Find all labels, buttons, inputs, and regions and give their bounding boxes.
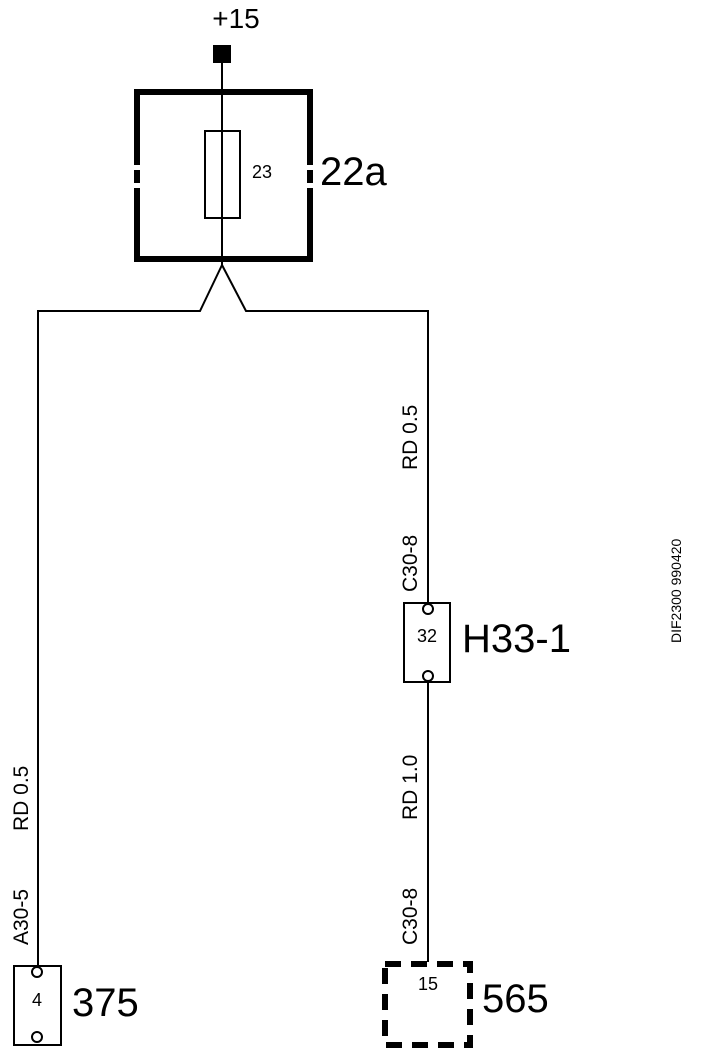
connector-h33-pin-top — [422, 603, 434, 615]
fuse-box-outline-top — [134, 89, 313, 165]
connector-h33-body — [403, 602, 451, 683]
wire-label-left: A30-5 RD 0.5 — [10, 766, 33, 945]
fuse-box-label: 22a — [320, 150, 387, 194]
wire-code-right-upper: C30-8 — [399, 535, 422, 592]
fuse-number: 23 — [252, 162, 272, 182]
connector-h33-pin-bottom — [422, 670, 434, 682]
drawing-id-text: DIF2300 990420 — [668, 538, 684, 643]
left-branch-wire — [37, 264, 223, 966]
connector-565-body — [382, 961, 473, 1048]
connector-565-label: 565 — [482, 977, 549, 1021]
fuse-box-outline-bottom — [134, 188, 313, 262]
connector-h33-label: H33-1 — [462, 617, 571, 661]
connector-375-pin-bottom — [31, 1031, 43, 1043]
connector-375-label: 375 — [72, 981, 139, 1025]
connector-375: 4 375 — [13, 965, 139, 1046]
wire-spec-right-lower: RD 1.0 — [399, 755, 422, 820]
right-branch-wire — [221, 264, 429, 605]
supply-terminal: +15 — [212, 3, 260, 63]
connector-h33-pin-number: 32 — [417, 626, 437, 646]
connector-565-pin-number: 15 — [418, 974, 438, 994]
connector-375-pin-top — [31, 966, 43, 978]
supply-terminal-square — [213, 45, 231, 63]
wire-code-right-lower: C30-8 — [399, 888, 422, 945]
wire-code-left: A30-5 — [10, 889, 33, 945]
splice-branches — [37, 264, 429, 966]
wire-label-right-lower: C30-8 RD 1.0 — [399, 755, 422, 945]
fuse-box-22a: 22a — [134, 89, 387, 262]
connector-h33-1: 32 H33-1 — [403, 602, 571, 683]
wire-label-right-upper: C30-8 RD 0.5 — [399, 405, 422, 592]
supply-label: +15 — [212, 3, 260, 34]
wire-spec-left: RD 0.5 — [10, 766, 33, 831]
connector-565: 15 565 — [382, 961, 549, 1048]
fuse-23: 23 — [204, 130, 272, 219]
wire-spec-right-upper: RD 0.5 — [399, 405, 422, 470]
connector-375-pin-number: 4 — [32, 990, 42, 1010]
drawing-id: DIF2300 990420 — [668, 538, 684, 643]
